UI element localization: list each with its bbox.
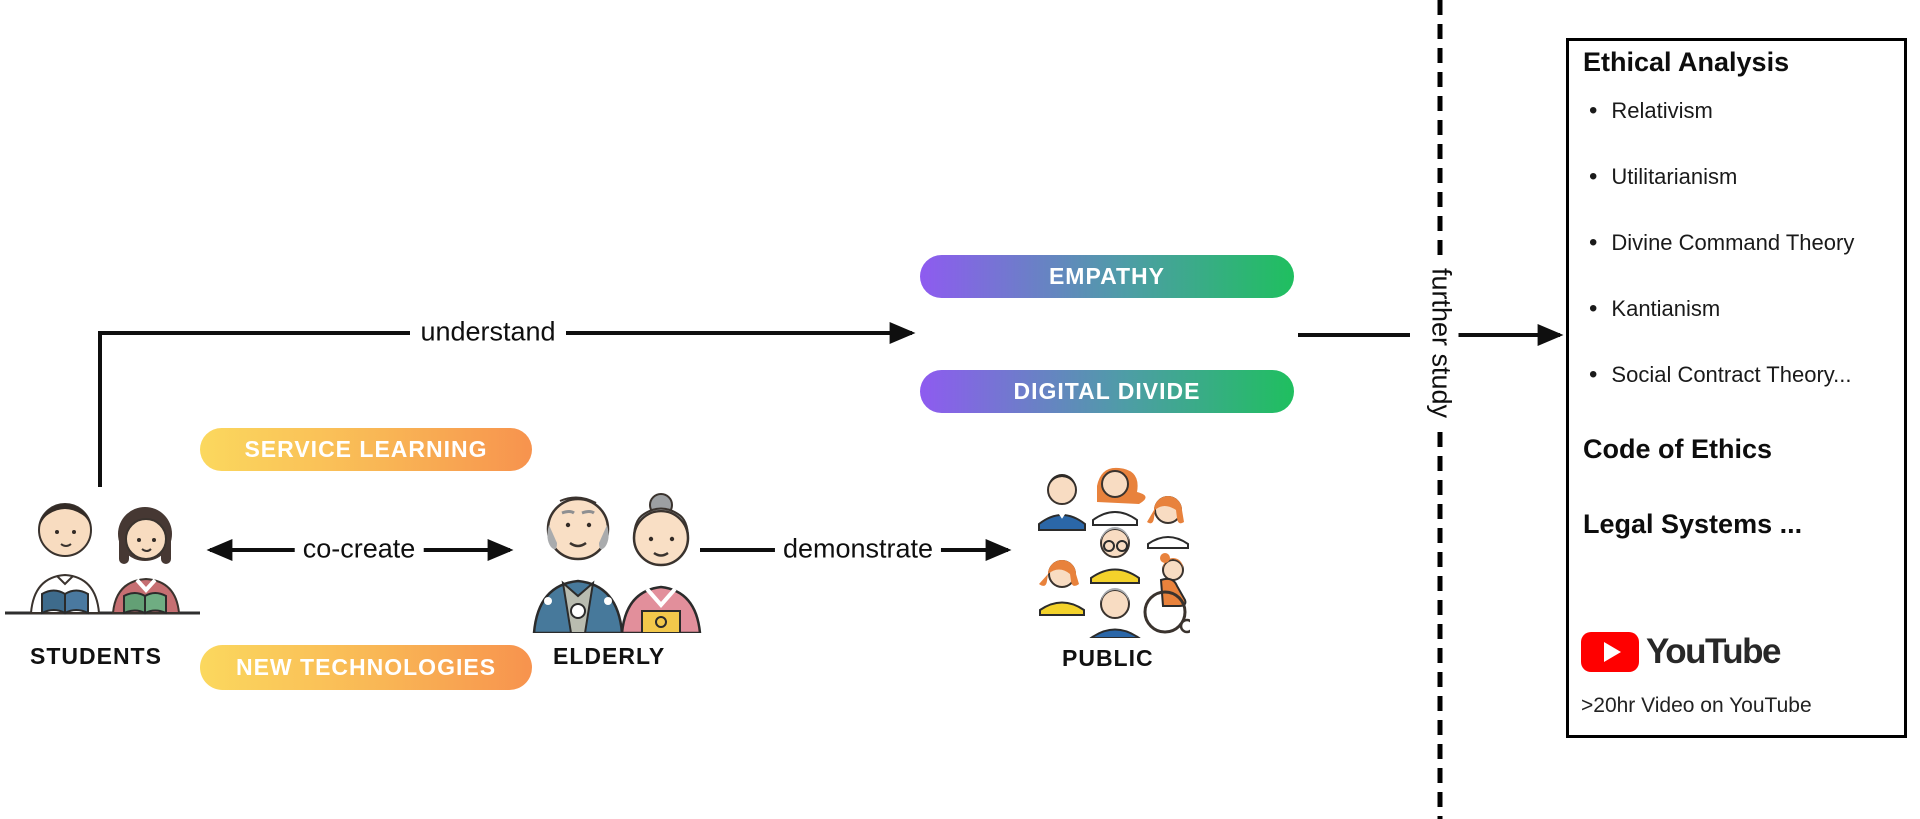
- new-technologies-pill: NEW TECHNOLOGIES: [200, 645, 532, 690]
- digital-divide-pill-label: DIGITAL DIVIDE: [1013, 378, 1201, 404]
- students-label: STUDENTS: [30, 643, 162, 669]
- digital-divide-pill: DIGITAL DIVIDE: [920, 370, 1294, 413]
- youtube-wordmark: YouTube: [1646, 632, 1782, 671]
- code-of-ethics-heading: Code of Ethics: [1583, 434, 1773, 464]
- bullet-text: Divine Command Theory: [1611, 230, 1855, 255]
- youtube-caption: >20hr Video on YouTube: [1581, 694, 1812, 717]
- legal-systems-heading: Legal Systems ...: [1583, 509, 1803, 539]
- bullet-text: Kantianism: [1611, 296, 1721, 321]
- bullet-divine-command: • Divine Command Theory: [1589, 230, 1854, 256]
- further-study-label: further study: [1423, 257, 1459, 429]
- bullet-dot: •: [1589, 361, 1598, 388]
- bullet-text: Social Contract Theory...: [1611, 362, 1852, 387]
- play-triangle-icon: [1603, 642, 1621, 662]
- public-illustration: [1038, 467, 1190, 638]
- co-create-label: co-create: [294, 533, 424, 565]
- elderly-label: ELDERLY: [553, 643, 666, 669]
- service-learning-pill: SERVICE LEARNING: [200, 428, 532, 471]
- bullet-utilitarianism: • Utilitarianism: [1589, 164, 1737, 190]
- bullet-dot: •: [1589, 229, 1598, 256]
- bullet-dot: •: [1589, 97, 1598, 124]
- bullet-text: Relativism: [1611, 98, 1713, 123]
- ethical-analysis-panel: Ethical Analysis • Relativism • Utilitar…: [1566, 38, 1907, 738]
- bullet-kantianism: • Kantianism: [1589, 296, 1720, 322]
- new-technologies-pill-label: NEW TECHNOLOGIES: [235, 654, 497, 680]
- demonstrate-label: demonstrate: [774, 533, 942, 565]
- bullet-text: Utilitarianism: [1611, 164, 1738, 189]
- empathy-pill-label: EMPATHY: [1048, 263, 1166, 289]
- understand-label: understand: [412, 316, 564, 348]
- panel-title: Ethical Analysis: [1583, 47, 1790, 77]
- public-label: PUBLIC: [1062, 645, 1154, 671]
- bullet-social-contract: • Social Contract Theory...: [1589, 362, 1851, 388]
- bullet-dot: •: [1589, 295, 1598, 322]
- bullet-relativism: • Relativism: [1589, 98, 1713, 124]
- service-learning-pill-label: SERVICE LEARNING: [244, 436, 488, 462]
- youtube-play-icon: [1581, 632, 1639, 672]
- elderly-illustration: [532, 493, 702, 633]
- youtube-logo: YouTube: [1581, 632, 1782, 672]
- empathy-pill: EMPATHY: [920, 255, 1294, 298]
- bullet-dot: •: [1589, 163, 1598, 190]
- students-illustration: [5, 503, 200, 615]
